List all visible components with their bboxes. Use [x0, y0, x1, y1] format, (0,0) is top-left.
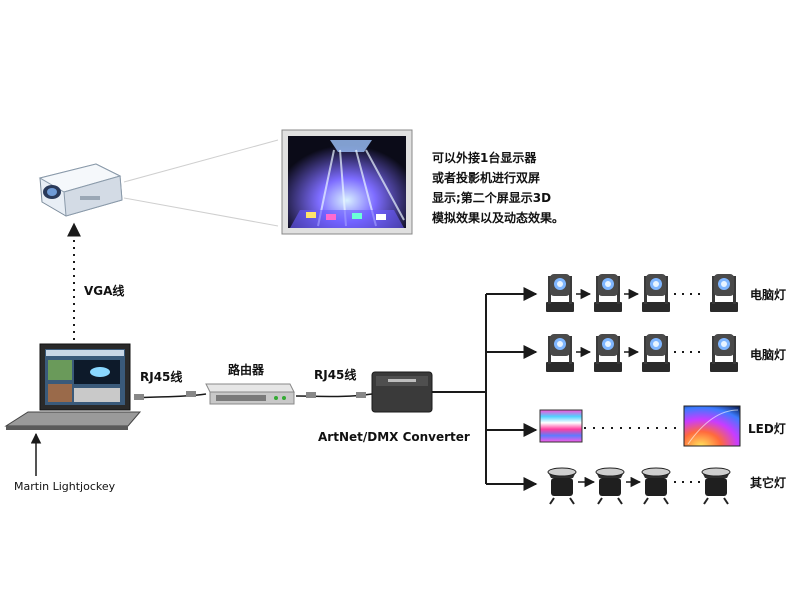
row4-label: 其它灯 — [750, 476, 787, 490]
moving-head-light-icon — [594, 334, 622, 372]
software-label: Martin Lightjockey — [14, 480, 116, 493]
par-light-row — [547, 467, 731, 505]
moving-head-light-icon — [642, 274, 670, 312]
note-line-1: 可以外接1台显示器 — [432, 151, 537, 165]
moving-head-row-2 — [546, 334, 738, 372]
led-strip-icon — [539, 409, 583, 443]
par-light-icon — [595, 467, 625, 505]
moving-head-light-icon — [710, 334, 738, 372]
router-icon — [205, 383, 295, 405]
dual-screen-note: 可以外接1台显示器 或者投影机进行双屏 显示;第二个屏显示3D 模拟效果以及动态… — [432, 148, 564, 228]
converter-icon — [371, 371, 433, 413]
moving-head-light-icon — [546, 274, 574, 312]
par-light-icon — [701, 467, 731, 505]
rj45-left-label: RJ45线 — [140, 370, 183, 384]
led-panel-icon — [683, 405, 741, 447]
router-label: 路由器 — [228, 363, 265, 377]
moving-head-light-icon — [710, 274, 738, 312]
moving-head-light-icon — [594, 274, 622, 312]
moving-head-row-1 — [546, 274, 738, 312]
row3-label: LED灯 — [748, 422, 786, 436]
projector-icon — [38, 163, 123, 217]
note-line-3: 显示;第二个屏显示3D — [432, 191, 552, 205]
projection-beam-top — [123, 139, 279, 183]
laptop-icon — [4, 343, 142, 430]
par-light-icon — [641, 467, 671, 505]
projection-beam-bottom — [123, 197, 279, 227]
row2-label: 电脑灯 — [750, 348, 787, 362]
moving-head-light-icon — [642, 334, 670, 372]
moving-head-light-icon — [546, 334, 574, 372]
rj45-right-label: RJ45线 — [314, 368, 357, 382]
led-row — [539, 405, 741, 447]
par-light-icon — [547, 467, 577, 505]
rj45-cable-left — [133, 391, 207, 400]
rj45-cable-right — [295, 392, 373, 398]
3d-visualization-screen — [281, 129, 413, 235]
note-line-2: 或者投影机进行双屏 — [432, 171, 541, 185]
row1-label: 电脑灯 — [750, 288, 787, 302]
converter-label: ArtNet/DMX Converter — [318, 430, 470, 444]
note-line-4: 模拟效果以及动态效果。 — [432, 211, 565, 225]
vga-label: VGA线 — [84, 284, 125, 298]
